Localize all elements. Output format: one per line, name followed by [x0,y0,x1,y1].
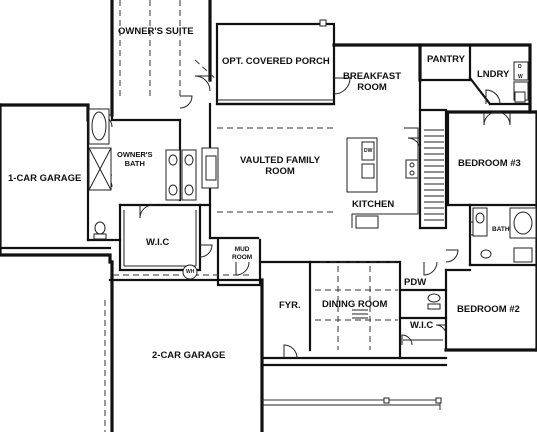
label-powder: PDW [404,277,427,288]
label-mud-line1: MUD [234,246,250,253]
label-dining-room: DINING ROOM [322,299,388,310]
label-laundry: LNDRY [477,69,510,80]
label-washer: W [518,74,523,80]
label-family-line1: VAULTED FAMILY [240,155,321,166]
label-owners-bath-line1: OWNER'S [117,150,153,159]
label-bed2-wic: W.I.C [410,320,434,331]
label-family-line2: ROOM [265,166,295,177]
label-bedroom3: BEDROOM #3 [458,158,521,169]
label-bath: BATH [492,226,510,233]
label-1car-garage: 1-CAR GARAGE [8,173,82,184]
label-water-heater: WH [186,269,195,275]
label-mud-line2: ROOM [232,254,253,261]
label-2car-garage: 2-CAR GARAGE [152,350,226,361]
label-breakfast-room: BREAKFAST ROOM [343,71,401,93]
label-bedroom2: BEDROOM #2 [457,304,520,315]
label-covered-porch: OPT. COVERED PORCH [222,56,330,67]
label-breakfast-line1: BREAKFAST [343,71,402,82]
label-breakfast-line2: ROOM [357,82,387,93]
label-pantry: PANTRY [427,54,465,65]
label-owners-bath: OWNER'S BATH [117,150,153,168]
stair [424,129,444,221]
label-foyer: FYR. [279,300,301,311]
label-mud-room: MUD ROOM [232,246,252,262]
label-owner-wic: W.I.C [146,237,170,248]
dashed-lines [104,0,398,432]
label-dishwasher: DW [364,148,373,154]
label-dryer: D [518,64,522,70]
label-owners-suite: OWNER'S SUITE [118,26,194,37]
label-family-room: VAULTED FAMILY ROOM [240,155,320,177]
label-kitchen: KITCHEN [352,199,395,210]
fixtures [88,19,537,404]
label-owners-bath-line2: BATH [124,159,145,168]
